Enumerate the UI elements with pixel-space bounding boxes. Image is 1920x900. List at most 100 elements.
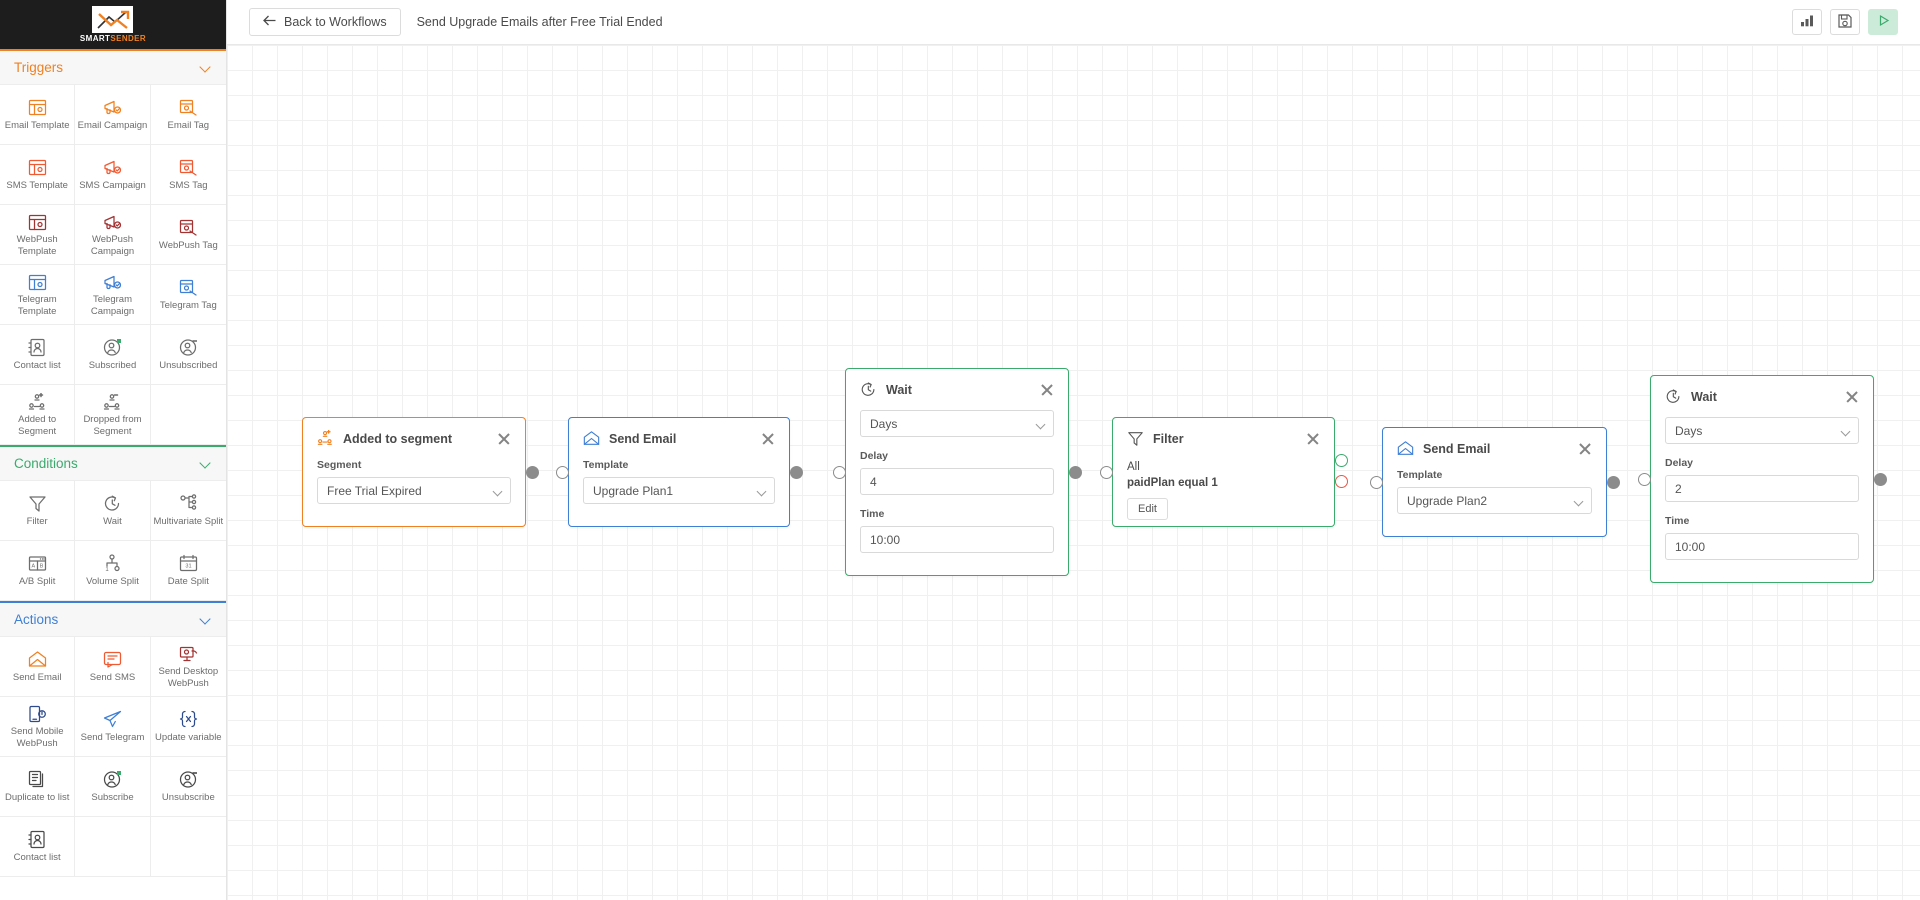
palette-item-label: Filter (26, 515, 48, 527)
palette-item-subscribe[interactable]: Subscribe (75, 757, 151, 817)
port-out-added-to-segment[interactable] (525, 465, 539, 479)
field-label: Template (1397, 469, 1443, 481)
text-input-delay[interactable]: 4 (860, 468, 1054, 495)
palette-item-sms-template[interactable]: SMS Template (0, 145, 76, 205)
palette-item-filter[interactable]: Filter (0, 481, 76, 541)
port-out-filter-true[interactable] (1334, 453, 1348, 467)
palette-item-email-campaign[interactable]: Email Campaign (75, 85, 151, 145)
palette-item-label: Email Template (4, 119, 70, 131)
port-out-send-email-2[interactable] (1606, 475, 1620, 489)
sidebar-section-header-actions[interactable]: Actions (0, 601, 226, 637)
statistics-button[interactable] (1792, 9, 1822, 35)
palette-item-send-sms[interactable]: Send SMS (75, 637, 151, 697)
palette-item-unsubscribed[interactable]: Unsubscribed (150, 325, 226, 385)
palette-item-label: A/B Split (18, 575, 56, 587)
close-icon[interactable] (1040, 383, 1054, 397)
brand-word-sender: SENDER (110, 34, 147, 43)
field-label: Time (1665, 515, 1690, 527)
floppy-disk-icon (1838, 13, 1852, 31)
chevron-down-icon[interactable] (200, 62, 212, 74)
palette-item-telegram-campaign[interactable]: Telegram Campaign (75, 265, 151, 325)
palette-item-send-mobile-webpush[interactable]: Send Mobile WebPush (0, 697, 76, 757)
palette-item-telegram-template[interactable]: Telegram Template (0, 265, 76, 325)
close-icon[interactable] (497, 432, 511, 446)
palette-item-label: Send Mobile WebPush (10, 726, 64, 749)
port-out-wait-2[interactable] (1873, 472, 1887, 486)
palette-item-label: Telegram Tag (159, 299, 217, 311)
run-button[interactable] (1868, 9, 1898, 35)
port-in-filter-1[interactable] (1099, 465, 1113, 479)
edit-filter-button[interactable]: Edit (1127, 498, 1168, 520)
palette-item-wait[interactable]: Wait (75, 481, 151, 541)
palette-item-added-to-segment[interactable]: Added to Segment (0, 385, 76, 445)
select-template[interactable]: Upgrade Plan2 (1397, 487, 1592, 514)
sidebar-section-header-triggers[interactable]: Triggers (0, 49, 226, 85)
port-in-send-email-1[interactable] (555, 465, 569, 479)
port-out-wait-1[interactable] (1068, 465, 1082, 479)
chevron-down-icon[interactable] (200, 458, 212, 470)
workflow-title: Send Upgrade Emails after Free Trial End… (416, 15, 663, 29)
port-out-send-email-1[interactable] (789, 465, 803, 479)
text-input-time[interactable]: 10:00 (1665, 533, 1859, 560)
palette-item-send-telegram[interactable]: Send Telegram (75, 697, 151, 757)
palette-item-label: Send SMS (89, 671, 136, 683)
sidebar-section-title: Actions (14, 612, 59, 627)
text-input-time[interactable]: 10:00 (860, 526, 1054, 553)
sidebar-section-header-conditions[interactable]: Conditions (0, 445, 226, 481)
template-icon (28, 98, 47, 118)
palette-item-contact-list[interactable]: Contact list (0, 817, 76, 877)
palette-item-telegram-tag[interactable]: Telegram Tag (150, 265, 226, 325)
port-in-send-email-2[interactable] (1369, 475, 1383, 489)
palette-item-dropped-from-segment[interactable]: Dropped from Segment (75, 385, 151, 445)
close-icon[interactable] (761, 432, 775, 446)
port-in-wait-2[interactable] (1637, 472, 1651, 486)
palette-item-update-variable[interactable]: Update variable (150, 697, 226, 757)
palette-item-sms-campaign[interactable]: SMS Campaign (75, 145, 151, 205)
back-to-workflows-button[interactable]: Back to Workflows (249, 8, 401, 36)
palette-item-sms-tag[interactable]: SMS Tag (150, 145, 226, 205)
palette-item-webpush-tag[interactable]: WebPush Tag (150, 205, 226, 265)
palette-item-multivariate-split[interactable]: Multivariate Split (150, 481, 226, 541)
palette-item-duplicate-to-list[interactable]: Duplicate to list (0, 757, 76, 817)
select-unit[interactable]: Days (1665, 417, 1859, 444)
palette-item-label: Wait (103, 515, 122, 527)
close-icon[interactable] (1306, 432, 1320, 446)
field-label: Delay (1665, 457, 1694, 469)
node-header: Wait (860, 381, 1054, 398)
select-segment[interactable]: Free Trial Expired (317, 477, 511, 504)
port-in-wait-1[interactable] (832, 465, 846, 479)
palette-item-webpush-template[interactable]: WebPush Template (0, 205, 76, 265)
top-bar-actions (1792, 9, 1898, 35)
close-icon[interactable] (1578, 442, 1592, 456)
palette-item-contact-list[interactable]: Contact list (0, 325, 76, 385)
select-unit[interactable]: Days (860, 410, 1054, 437)
palette-item-email-tag[interactable]: Email Tag (150, 85, 226, 145)
text-input-delay[interactable]: 2 (1665, 475, 1859, 502)
palette-item-send-email[interactable]: Send Email (0, 637, 76, 697)
close-icon[interactable] (1845, 390, 1859, 404)
palette-item-label: Dropped from Segment (83, 414, 142, 437)
palette-item-webpush-campaign[interactable]: WebPush Campaign (75, 205, 151, 265)
save-button[interactable] (1830, 9, 1860, 35)
palette-item-send-desktop-webpush[interactable]: Send Desktop WebPush (150, 637, 226, 697)
node-title: Send Email (1423, 441, 1491, 456)
chevron-down-icon[interactable] (200, 614, 212, 626)
palette-item-unsubscribe[interactable]: Unsubscribe (150, 757, 226, 817)
megaphone-icon (103, 272, 122, 292)
port-out-filter-false[interactable] (1334, 474, 1348, 488)
palette-item-subscribed[interactable]: Subscribed (75, 325, 151, 385)
select-template[interactable]: Upgrade Plan1 (583, 477, 775, 504)
palette-item-email-template[interactable]: Email Template (0, 85, 76, 145)
